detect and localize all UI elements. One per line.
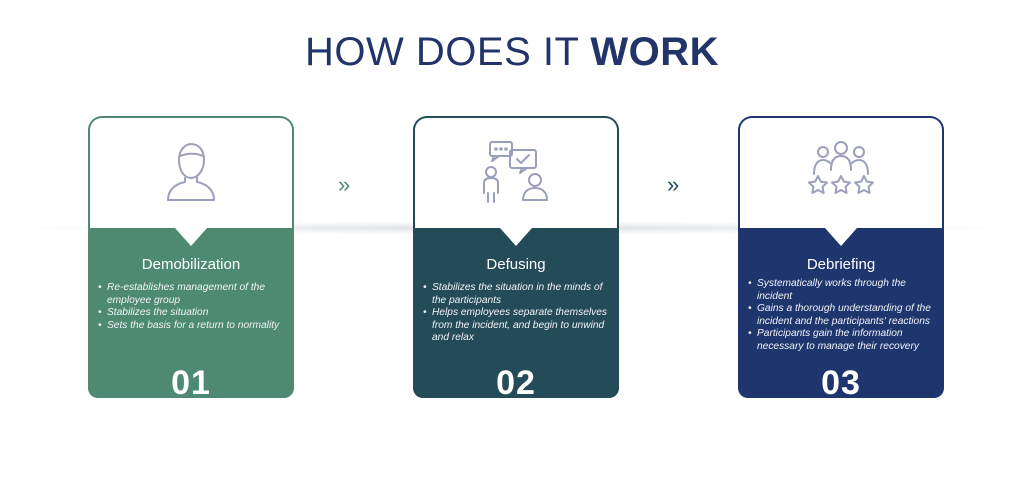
card-notch [825,228,857,246]
card-title: Debriefing [806,256,876,273]
list-item: Helps employees separate themselves from… [423,307,613,345]
list-item: Systematically works through the inciden… [748,278,938,303]
double-chevron-right-icon: » [338,172,350,197]
step-card-defusing: Defusing Stabilizes the situation in the… [413,116,619,398]
step-card-debriefing: Debriefing Systematically works through … [738,116,944,398]
person-icon [151,138,231,206]
conversation-icon [476,138,556,206]
step-number: 03 [821,368,861,398]
card-icon-panel [88,116,294,230]
card-bullet-list: Stabilizes the situation in the minds of… [423,282,613,345]
card-title: Defusing [486,256,546,273]
card-notch [175,228,207,246]
step-card-demobilization: Demobilization Re-establishes management… [88,116,294,398]
step-number: 02 [496,368,536,398]
step-number: 01 [171,368,211,398]
page-title-bold: WORK [590,30,719,74]
page-title-light: HOW DOES IT [305,30,579,74]
page-title: HOW DOES IT WORK [0,30,1024,75]
list-item: Stabilizes the situation [98,307,288,320]
card-bullet-list: Systematically works through the inciden… [748,278,938,354]
card-bullet-list: Re-establishes management of the employe… [98,282,288,332]
double-chevron-right-icon: » [667,172,679,197]
card-icon-panel [738,116,944,230]
list-item: Stabilizes the situation in the minds of… [423,282,613,307]
list-item: Participants gain the information necess… [748,328,938,353]
list-item: Gains a thorough understanding of the in… [748,303,938,328]
card-notch [500,228,532,246]
card-title: Demobilization [141,256,241,273]
card-icon-panel [413,116,619,230]
list-item: Sets the basis for a return to normality [98,320,288,333]
list-item: Re-establishes management of the employe… [98,282,288,307]
group-rating-icon [801,138,881,206]
